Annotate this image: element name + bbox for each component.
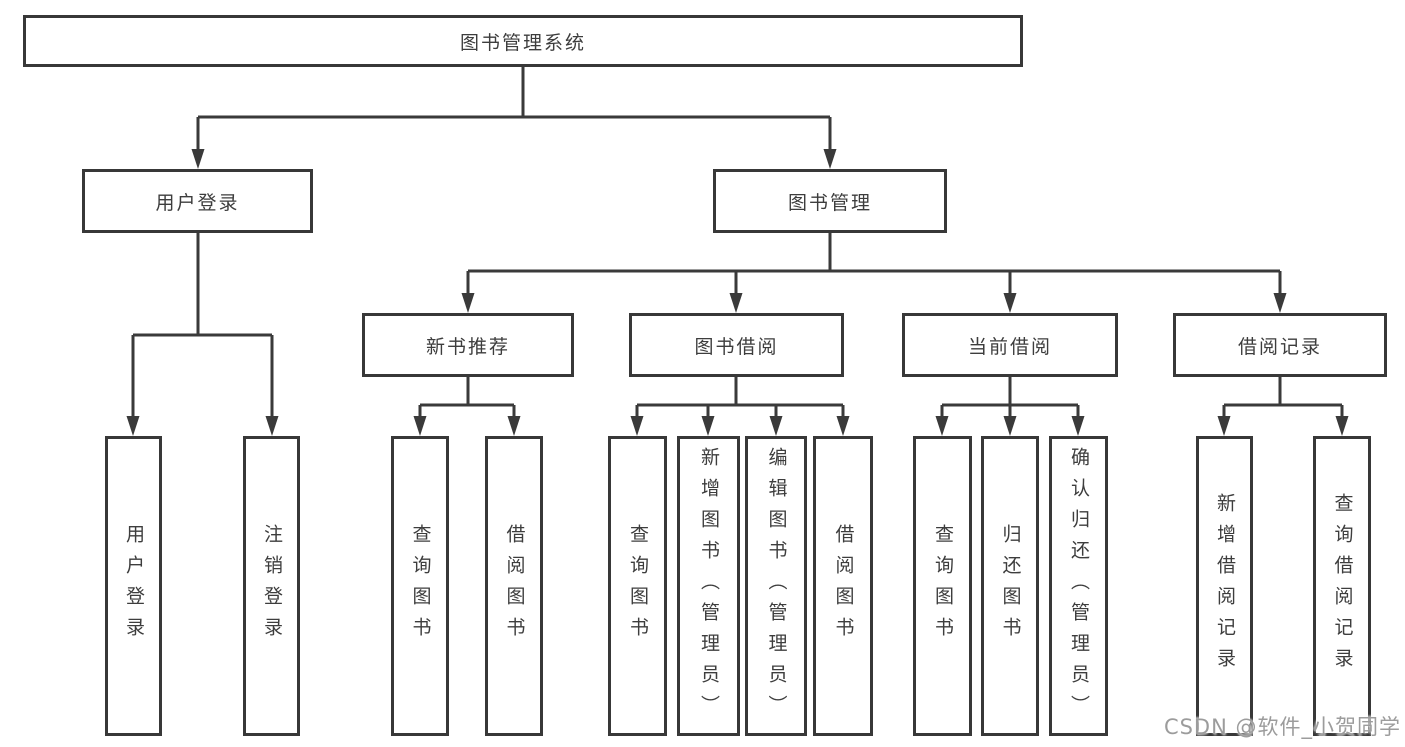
node-label: 图书借阅 <box>694 335 779 358</box>
node-label: 新增图书（管理员） <box>698 446 720 726</box>
node-label: 查询图书 <box>627 524 649 648</box>
node-book-management: 图书管理 <box>713 169 947 233</box>
node-label: 借阅图书 <box>832 524 855 648</box>
node-borrow-records: 借阅记录 <box>1173 313 1387 377</box>
leaf-return-books: 归还图书 <box>981 436 1039 736</box>
arrowhead <box>1003 293 1017 313</box>
leaf-user-login: 用户登录 <box>105 436 162 736</box>
arrowhead <box>935 416 949 436</box>
node-book-borrowing: 图书借阅 <box>629 313 844 377</box>
connector-line <box>418 377 516 417</box>
arrowhead <box>729 293 743 313</box>
leaf-confirm-return-admin: 确认归还（管理员） <box>1049 436 1108 736</box>
node-label: 用户登录 <box>123 524 145 648</box>
node-label: 确认归还（管理员） <box>1068 446 1090 726</box>
node-label: 查询借阅记录 <box>1331 493 1354 679</box>
node-label: 用户登录 <box>155 191 240 214</box>
arrowhead <box>1273 293 1287 313</box>
node-root-system: 图书管理系统 <box>23 15 1023 67</box>
arrowhead <box>507 416 521 436</box>
node-label: 归还图书 <box>999 524 1022 648</box>
arrowhead <box>630 416 644 436</box>
leaf-edit-books-admin: 编辑图书（管理员） <box>745 436 807 736</box>
arrowhead <box>823 149 837 169</box>
node-label: 编辑图书（管理员） <box>765 446 788 726</box>
arrowhead <box>191 149 205 169</box>
arrowhead <box>1071 416 1085 436</box>
connector-current-borrow-children <box>935 377 1085 436</box>
connector-new-book-rec-children <box>413 377 521 436</box>
arrowhead <box>701 416 715 436</box>
leaf-query-books-borrowing: 查询图书 <box>608 436 667 736</box>
connector-borrow-record-children <box>1217 377 1349 436</box>
node-label: 查询图书 <box>932 524 954 648</box>
leaf-add-borrow-record: 新增借阅记录 <box>1196 436 1253 736</box>
node-current-borrowing: 当前借阅 <box>902 313 1118 377</box>
leaf-query-borrow-record: 查询借阅记录 <box>1313 436 1371 736</box>
leaf-query-books-recommend: 查询图书 <box>391 436 449 736</box>
node-new-book-recommend: 新书推荐 <box>362 313 574 377</box>
arrowhead <box>836 416 850 436</box>
leaf-add-books-admin: 新增图书（管理员） <box>677 436 740 736</box>
node-label: 借阅图书 <box>503 524 526 648</box>
connector-line <box>635 377 845 417</box>
node-label: 查询图书 <box>409 524 432 648</box>
leaf-borrow-books-recommend: 借阅图书 <box>485 436 543 736</box>
watermark: CSDN @软件_小贺同学 <box>1163 715 1401 739</box>
arrowhead <box>1003 416 1017 436</box>
connector-line <box>131 233 274 417</box>
node-label: 借阅记录 <box>1237 335 1322 358</box>
node-label: 新增借阅记录 <box>1214 493 1236 679</box>
leaf-borrow-books-borrowing: 借阅图书 <box>813 436 873 736</box>
arrowhead <box>265 416 279 436</box>
connector-line <box>940 377 1080 417</box>
node-label: 当前借阅 <box>967 335 1052 358</box>
connector-book-mgmt-children <box>461 233 1287 313</box>
node-label: 注销登录 <box>261 524 283 648</box>
arrowhead <box>413 416 427 436</box>
connector-line <box>196 67 832 150</box>
node-label: 新书推荐 <box>425 335 510 358</box>
leaf-logout: 注销登录 <box>243 436 300 736</box>
connector-user-login-children <box>126 233 279 436</box>
arrowhead <box>769 416 783 436</box>
connector-root-children <box>191 67 837 169</box>
node-label: 图书管理系统 <box>459 31 586 54</box>
arrowhead <box>1335 416 1349 436</box>
leaf-query-books-current: 查询图书 <box>913 436 972 736</box>
node-label: 图书管理 <box>787 191 872 214</box>
arrowhead <box>1217 416 1231 436</box>
connector-line <box>466 233 1282 294</box>
connector-book-borrow-children <box>630 377 850 436</box>
arrowhead <box>126 416 140 436</box>
arrowhead <box>461 293 475 313</box>
connector-line <box>1222 377 1344 417</box>
node-user-login: 用户登录 <box>82 169 313 233</box>
